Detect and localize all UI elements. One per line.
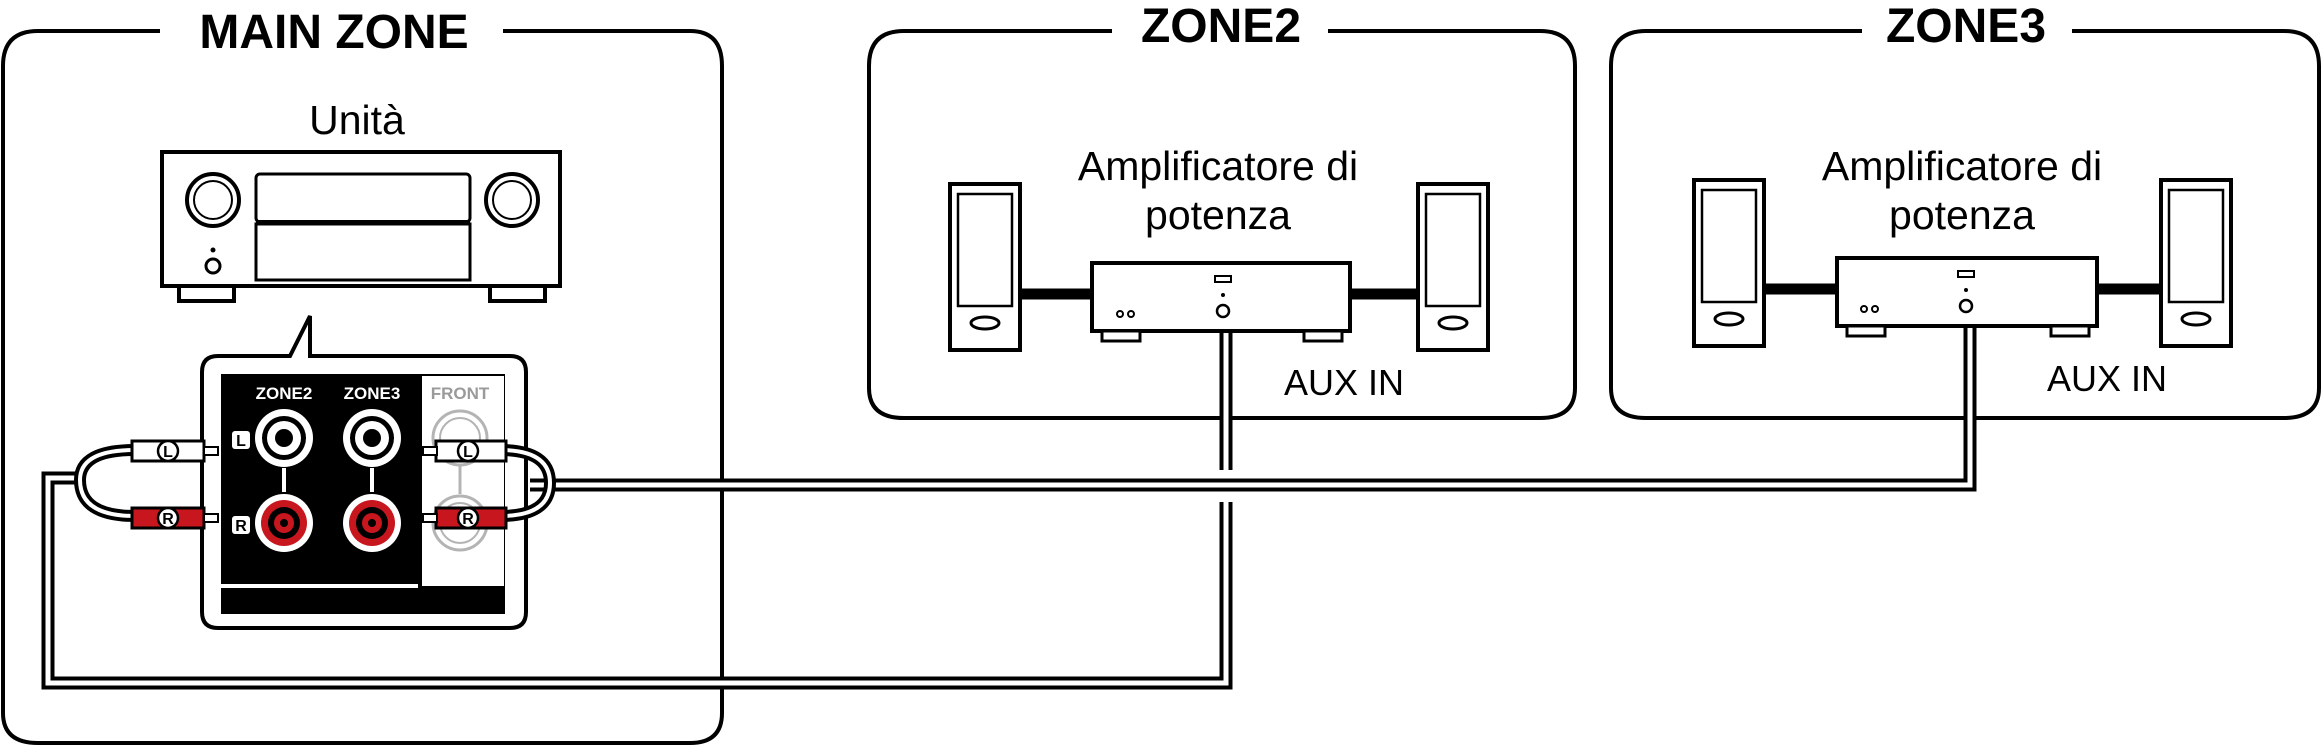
zone2-amp-label-line2: potenza: [1145, 192, 1291, 238]
zone2-rca-cable: [73, 444, 136, 522]
panel-label-zone2: ZONE2: [256, 384, 313, 403]
zone3-input-label: AUX IN: [2047, 358, 2167, 399]
main-unit-label: Unità: [309, 97, 405, 143]
rear-panel-callout: ZONE2 ZONE3 FRONT L R: [200, 315, 528, 630]
zone3-title: ZONE3: [1886, 0, 2046, 53]
main-zone-box: MAIN ZONE: [0, 6, 724, 745]
headphone-jack-icon: [204, 257, 222, 275]
zone2-l-plug: L: [130, 439, 219, 463]
zone3-r-plug-letter: R: [462, 511, 474, 528]
zone3-r-plug: R: [422, 506, 508, 530]
zone3-l-plug-letter: L: [463, 444, 473, 461]
zone2-amp-label-line1: Amplificatore di: [1078, 143, 1358, 189]
main-unit: Unità: [160, 97, 562, 303]
zone3-l-jack[interactable]: [343, 409, 401, 467]
zone3-amp-power-icon: [1958, 298, 1974, 314]
zone2-speaker-left: [948, 182, 1022, 352]
zone2-speaker-right: [1416, 182, 1490, 352]
zone2-r-plug-letter: R: [162, 511, 174, 528]
zone3-speaker-left: [1692, 178, 1766, 348]
main-zone-title: MAIN ZONE: [199, 6, 468, 59]
panel-channel-l: L: [236, 433, 246, 450]
cable-zone2: [41, 330, 1233, 690]
zone2-amp-power-icon: [1215, 303, 1231, 319]
zone2-input-label: AUX IN: [1284, 362, 1404, 403]
zone3-speaker-right: [2159, 178, 2233, 348]
zone3-rca-cable: [499, 444, 557, 522]
panel-label-front: FRONT: [431, 384, 490, 403]
zone2-amplifier: Amplificatore di potenza: [1015, 143, 1420, 343]
panel-channel-r: R: [235, 518, 247, 535]
zone3-l-plug: L: [422, 439, 508, 463]
zone2-title: ZONE2: [1141, 0, 1301, 53]
zone2-r-plug: R: [130, 506, 219, 530]
zone2-l-jack[interactable]: [255, 409, 313, 467]
panel-label-zone3: ZONE3: [344, 384, 401, 403]
cable-zone3: [530, 325, 1977, 492]
zone2-r-jack[interactable]: [255, 494, 313, 552]
zone3-amp-label-line1: Amplificatore di: [1822, 143, 2102, 189]
zone3-r-jack[interactable]: [343, 494, 401, 552]
zone3-amplifier: Amplificatore di potenza: [1760, 143, 2165, 338]
zone2-l-plug-letter: L: [163, 444, 173, 461]
display-window: [254, 172, 472, 224]
zone3-amp-label-line2: potenza: [1889, 192, 2035, 238]
